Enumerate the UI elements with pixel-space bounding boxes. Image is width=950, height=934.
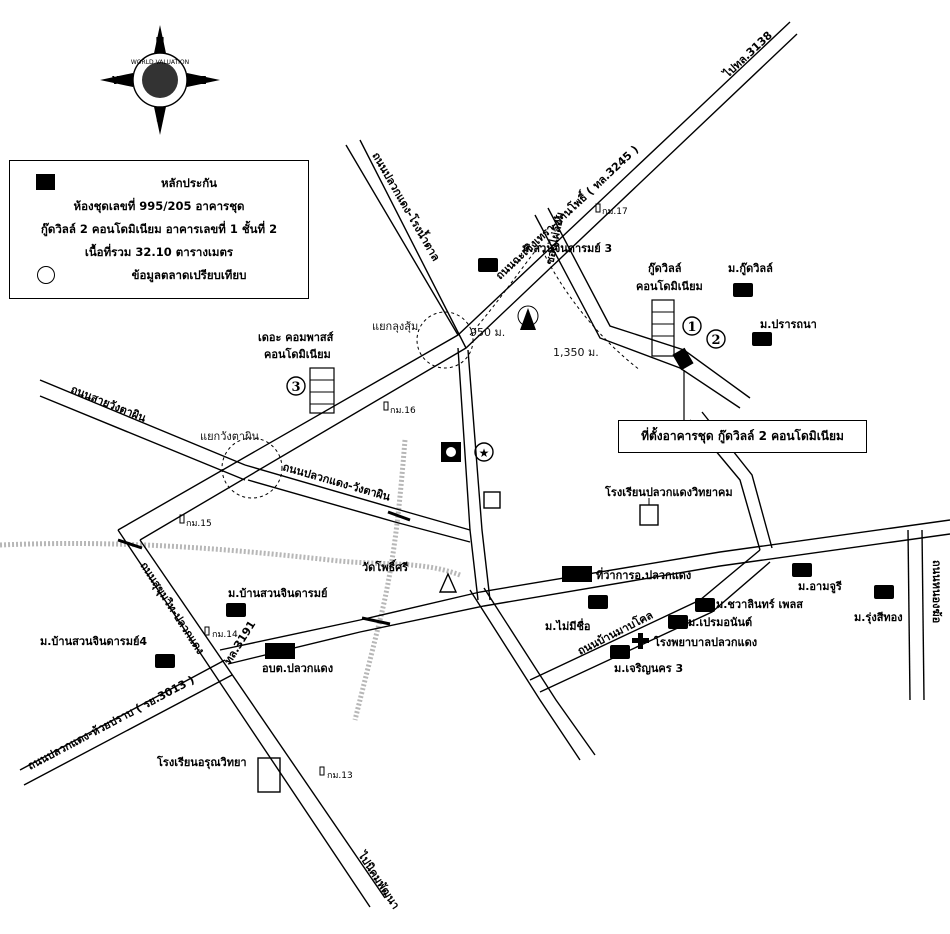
km-16: กม.16	[390, 406, 416, 416]
comparable-marker-1: 1	[682, 316, 702, 336]
compass-condo-label-1: เดอะ คอมพาสส์	[258, 331, 334, 344]
compass-condo-icon	[309, 367, 335, 414]
label-m-ban-suan4: ม.บ้านสวนจินดารมย์4	[40, 635, 147, 648]
label-m-pramote: ม.เปรมอนันต์	[688, 616, 752, 629]
compass-condo-label-2: คอนโดมิเนียม	[264, 347, 331, 361]
road-label-sukhumvit: ถนนสุขุมวิท-ปลวกแดง	[137, 560, 207, 658]
goodwill-condo-label-2: คอนโดมิเนียม	[636, 279, 703, 293]
legend: หลักประกัน ห้องชุดเลขที่ 995/205 อาคารชุ…	[9, 160, 309, 299]
label-m-mai-mee: ม.ไม่มีชื่อ	[545, 618, 591, 633]
road-label-sai-wangtaphin: ถนนสายวังตาผิน	[69, 383, 148, 425]
svg-text:3: 3	[291, 380, 300, 395]
goodwill-condo-icon	[651, 299, 694, 371]
label-district-office: ที่ว่าการอ.ปลวกแดง	[596, 567, 691, 582]
road-label-rongnamtan: ถนนปลวกแดง-โรงน้ำตาล	[369, 149, 444, 264]
road-label-to-nikhom: ไปนิคมพัฒนา	[354, 847, 403, 911]
km-15: กม.15	[186, 519, 212, 529]
compass-south: S	[156, 112, 164, 125]
label-wat: วัดโพธิ์ศรี	[362, 559, 408, 574]
svg-text:1: 1	[687, 320, 696, 335]
collateral-legend-icon	[36, 174, 55, 190]
distance-950: 950 ม.	[470, 326, 505, 339]
label-m-amnuay: ม.อามจูรี	[798, 580, 842, 594]
police-icon	[441, 442, 461, 462]
post-office-icon	[483, 491, 501, 509]
label-m-chawalin: ม.ชวาลินทร์ เพลส	[716, 598, 803, 611]
label-m-goodwill: ม.กู๊ดวิลล์	[728, 262, 773, 276]
distance-1350: 1,350 ม.	[553, 346, 599, 359]
road-label-nongkho: ถนนหนองฆ้อ	[930, 560, 943, 623]
label-hospital: โรงพยาบาลปลวกแดง	[653, 635, 757, 649]
km-14: กม.14	[212, 630, 238, 640]
star-icon: ★	[474, 442, 494, 462]
junction-label-kung-sung: แยกลุงสุ้ม	[372, 320, 418, 333]
label-m-suanchin3: ม.สวนจินดารมย์ 3	[522, 242, 612, 255]
legend-comparable-label: ข้อมูลตลาดเปรียบเทียบ	[131, 268, 247, 282]
label-m-charoen3: ม.เจริญนคร 3	[614, 662, 683, 675]
km-13: กม.13	[327, 771, 353, 781]
legend-area-line: เนื้อที่รวม 32.10 ตารางเมตร	[84, 245, 234, 259]
comparable-marker-3: 3	[286, 376, 306, 396]
comparable-legend-icon	[37, 266, 55, 284]
km-17: กม.17	[602, 207, 628, 217]
temple-icon	[517, 305, 539, 330]
legend-collateral-title: หลักประกัน	[160, 176, 218, 190]
obt-icon	[265, 643, 295, 659]
junction-label-wangtaphin: แยกวังตาผิน	[200, 430, 260, 443]
legend-unit-line: ห้องชุดเลขที่ 995/205 อาคารชุด	[73, 199, 245, 213]
compass-east: E	[199, 74, 207, 87]
collateral-marker-icon	[672, 347, 694, 371]
school-icon	[639, 498, 659, 526]
canal-lines	[0, 439, 461, 721]
distance-arrows	[469, 244, 641, 371]
legend-building-line: กู๊ดวิลล์ 2 คอนโดมิเนียม อาคารเลขที่ 1 ช…	[40, 222, 278, 236]
roads	[19, 21, 950, 908]
compass-ring-text: WORLD VALUATION	[131, 59, 189, 66]
compass-west: W	[112, 74, 124, 87]
compass-north: N	[155, 35, 164, 48]
label-m-rungsi: ม.รุ่งสีทอง	[854, 611, 903, 625]
km-posts: กม.17 กม.16 กม.15 กม.14 กม.13	[179, 203, 628, 781]
village-icons	[155, 258, 894, 668]
site-label: ที่ตั้งอาคารชุด กู๊ดวิลล์ 2 คอนโดมิเนียม	[618, 420, 867, 453]
label-school-saeng: โรงเรียนอรุณวิทยา	[156, 755, 247, 770]
comparable-marker-2: 2	[706, 329, 726, 349]
wat-icon	[438, 572, 458, 593]
hospital-icon	[632, 633, 649, 649]
site-label-text: ที่ตั้งอาคารชุด กู๊ดวิลล์ 2 คอนโดมิเนียม	[641, 429, 844, 443]
compass-rose: N S W E WORLD VALUATION	[100, 25, 220, 135]
label-school-pluak: โรงเรียนปลวกแดงวิทยาคม	[604, 485, 733, 499]
label-m-prathana: ม.ปรารถนา	[760, 318, 817, 331]
label-obt: อบต.ปลวกแดง	[262, 662, 333, 675]
svg-text:★: ★	[479, 446, 490, 460]
district-office-icon	[562, 566, 592, 582]
road-label-to-3138: ไปทล.3138	[719, 28, 775, 81]
school-2-icon	[257, 757, 281, 793]
junction-circles	[221, 311, 474, 499]
goodwill-condo-label-1: กู๊ดวิลล์	[648, 262, 682, 276]
label-m-ban-suan: ม.บ้านสวนจินดารมย์	[228, 587, 327, 600]
road-label-plaeng-wangtaphin: ถนนปลวกแดง-วังตาผิน	[281, 460, 392, 503]
svg-text:2: 2	[711, 333, 720, 348]
bridge-icons	[117, 510, 411, 626]
